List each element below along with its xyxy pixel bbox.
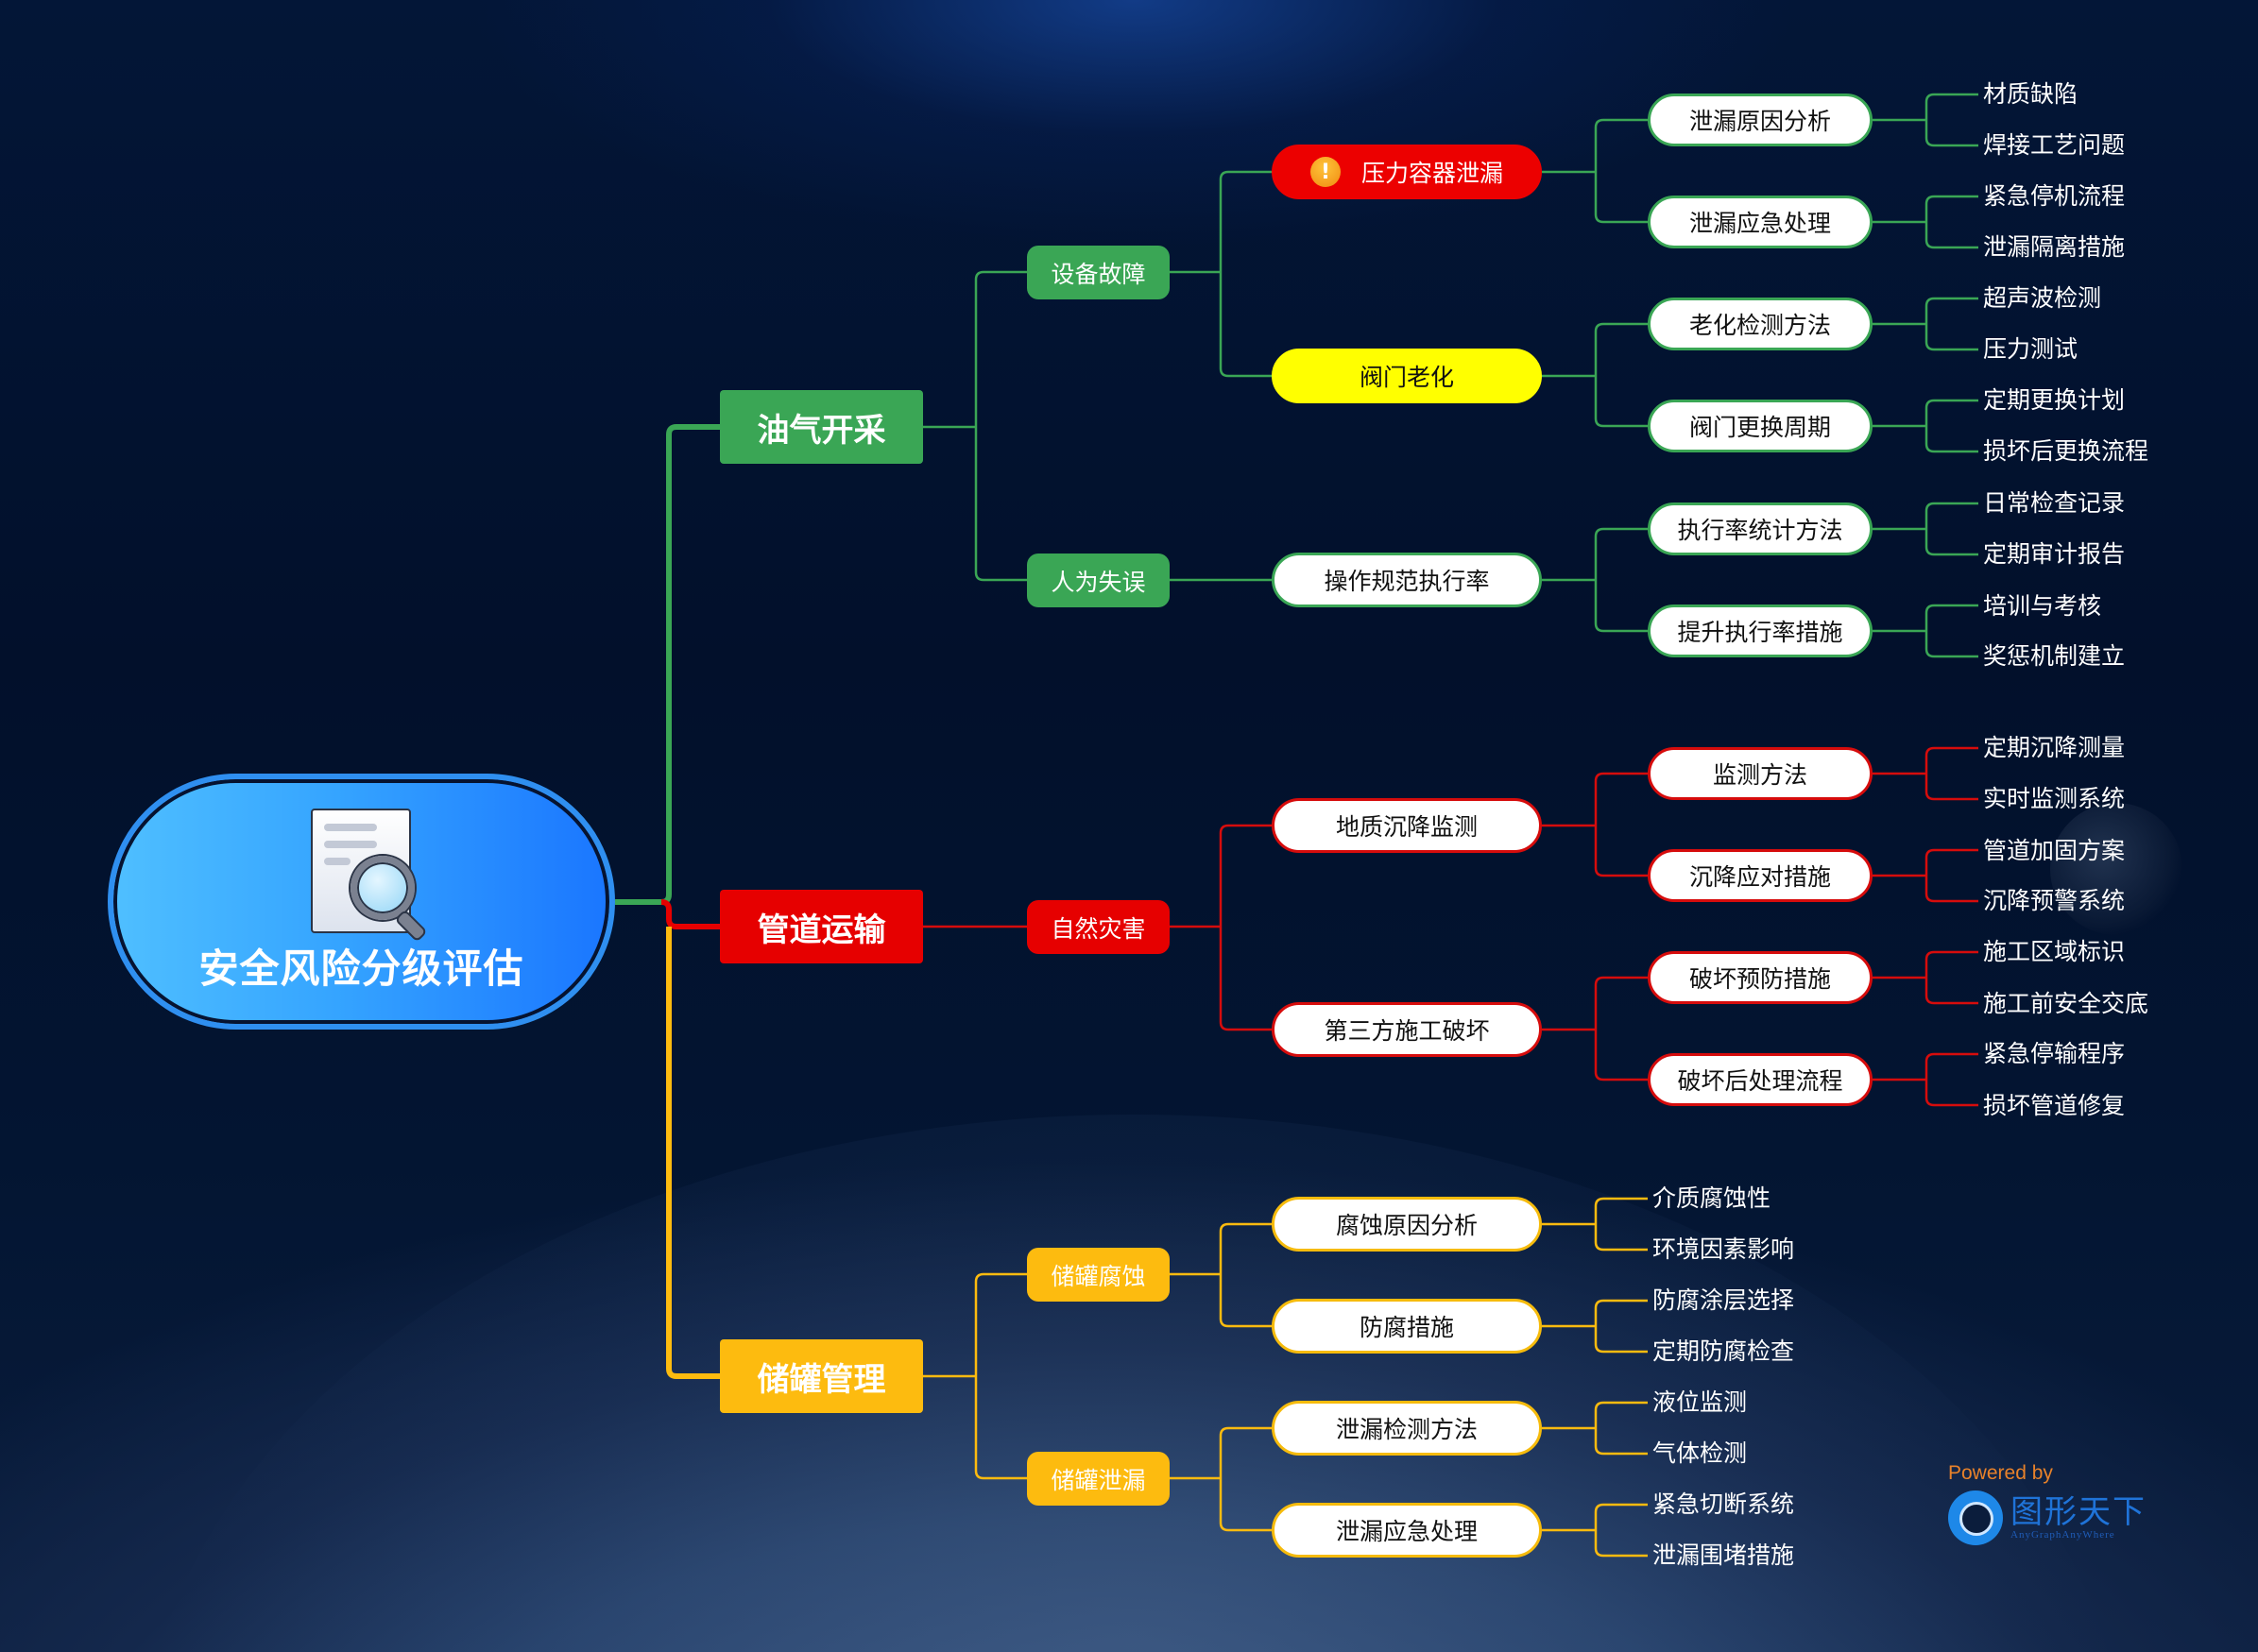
leaf-node[interactable]: 紧急切断系统 <box>1652 1490 1795 1518</box>
planet-background <box>142 1115 2126 1652</box>
node-aging-detection-method[interactable]: 老化检测方法 <box>1648 298 1873 350</box>
branch-label: 储罐管理 <box>757 1360 886 1399</box>
leaf-node[interactable]: 环境因素影响 <box>1652 1235 1795 1263</box>
node-tank-leak-emergency[interactable]: 泄漏应急处理 <box>1272 1503 1542 1558</box>
node-label: 泄漏原因分析 <box>1688 108 1831 135</box>
branch-tank-management[interactable]: 储罐管理 <box>720 1339 923 1413</box>
leaf-node[interactable]: 管道加固方案 <box>1983 837 2126 864</box>
node-label: 地质沉降监测 <box>1335 813 1478 841</box>
leaf-node[interactable]: 防腐涂层选择 <box>1652 1286 1795 1314</box>
node-equipment-failure[interactable]: 设备故障 <box>1027 246 1170 299</box>
node-tank-corrosion[interactable]: 储罐腐蚀 <box>1027 1248 1170 1302</box>
leaf-node[interactable]: 施工前安全交底 <box>1983 990 2149 1017</box>
node-label: 泄漏应急处理 <box>1335 1518 1478 1545</box>
node-leak-detection-methods[interactable]: 泄漏检测方法 <box>1272 1401 1542 1456</box>
leaf-node[interactable]: 材质缺陷 <box>1983 80 2078 108</box>
node-label: 防腐措施 <box>1359 1314 1454 1341</box>
leaf-node[interactable]: 紧急停输程序 <box>1983 1040 2126 1067</box>
brand-name-en: AnyGraphAnyWhere <box>2010 1529 2115 1541</box>
branch-label: 管道运输 <box>757 911 886 949</box>
node-label: 自然灾害 <box>1051 914 1146 943</box>
leaf-node[interactable]: 损坏管道修复 <box>1983 1092 2126 1119</box>
node-label: 设备故障 <box>1051 260 1146 288</box>
leaf-node[interactable]: 定期防腐检查 <box>1652 1337 1795 1365</box>
node-damage-prevention[interactable]: 破坏预防措施 <box>1648 951 1873 1004</box>
node-corrosion-cause-analysis[interactable]: 腐蚀原因分析 <box>1272 1197 1542 1252</box>
leaf-node[interactable]: 介质腐蚀性 <box>1652 1184 1771 1212</box>
node-label: 压力容器泄漏 <box>1360 160 1503 187</box>
node-valve-replacement-cycle[interactable]: 阀门更换周期 <box>1648 400 1873 452</box>
node-compliance-stats-method[interactable]: 执行率统计方法 <box>1648 502 1873 555</box>
document-search-icon <box>310 809 428 943</box>
node-natural-disaster[interactable]: 自然灾害 <box>1027 900 1170 954</box>
leaf-node[interactable]: 压力测试 <box>1983 335 2078 363</box>
node-leak-cause-analysis[interactable]: 泄漏原因分析 <box>1648 94 1873 146</box>
node-label: 储罐腐蚀 <box>1051 1262 1146 1290</box>
brand-name-cn: 图形天下 <box>2010 1493 2147 1531</box>
leaf-node[interactable]: 泄漏隔离措施 <box>1983 233 2126 261</box>
leaf-node[interactable]: 紧急停机流程 <box>1983 182 2126 210</box>
branch-pipeline-transport[interactable]: 管道运输 <box>720 890 923 963</box>
leaf-node[interactable]: 定期沉降测量 <box>1983 734 2126 761</box>
node-label: 破坏后处理流程 <box>1677 1067 1843 1095</box>
globe-logo-icon <box>1948 1490 2003 1545</box>
node-label: 腐蚀原因分析 <box>1335 1212 1478 1239</box>
node-third-party-construction-damage[interactable]: 第三方施工破坏 <box>1272 1002 1542 1057</box>
node-label: 泄漏应急处理 <box>1688 210 1831 237</box>
node-label: 操作规范执行率 <box>1324 568 1490 595</box>
leaf-node[interactable]: 损坏后更换流程 <box>1983 437 2149 465</box>
node-monitoring-method[interactable]: 监测方法 <box>1648 747 1873 800</box>
node-label: 监测方法 <box>1712 761 1807 789</box>
node-label: 储罐泄漏 <box>1051 1466 1146 1494</box>
node-label: 阀门更换周期 <box>1688 414 1831 441</box>
leaf-node[interactable]: 奖惩机制建立 <box>1983 642 2126 670</box>
node-subsidence-response[interactable]: 沉降应对措施 <box>1648 849 1873 902</box>
node-label: 阀门老化 <box>1359 364 1454 391</box>
node-label: 泄漏检测方法 <box>1335 1416 1478 1443</box>
powered-by-label: Powered by <box>1948 1462 2053 1484</box>
node-leak-emergency-handling[interactable]: 泄漏应急处理 <box>1648 196 1873 248</box>
node-operation-compliance-rate[interactable]: 操作规范执行率 <box>1272 553 1542 607</box>
node-label: 老化检测方法 <box>1688 312 1831 339</box>
leaf-node[interactable]: 培训与考核 <box>1983 592 2102 620</box>
leaf-node[interactable]: 液位监测 <box>1652 1388 1748 1416</box>
branch-label: 油气开采 <box>757 411 886 450</box>
node-label: 提升执行率措施 <box>1677 619 1843 646</box>
leaf-node[interactable]: 沉降预警系统 <box>1983 887 2126 914</box>
branch-oil-gas-extraction[interactable]: 油气开采 <box>720 390 923 464</box>
leaf-node[interactable]: 实时监测系统 <box>1983 785 2126 812</box>
leaf-node[interactable]: 气体检测 <box>1652 1439 1748 1467</box>
leaf-node[interactable]: 定期审计报告 <box>1983 540 2126 568</box>
leaf-node[interactable]: 日常检查记录 <box>1983 489 2126 517</box>
leaf-node[interactable]: 施工区域标识 <box>1983 938 2126 965</box>
leaf-node[interactable]: 泄漏围堵措施 <box>1652 1541 1795 1569</box>
root-title: 安全风险分级评估 <box>198 945 524 992</box>
node-valve-aging[interactable]: 阀门老化 <box>1272 349 1542 403</box>
warning-icon: ! <box>1309 157 1341 187</box>
leaf-node[interactable]: 超声波检测 <box>1983 284 2102 312</box>
node-label: 执行率统计方法 <box>1677 517 1843 544</box>
node-human-error[interactable]: 人为失误 <box>1027 554 1170 607</box>
node-geological-subsidence-monitoring[interactable]: 地质沉降监测 <box>1272 798 1542 853</box>
leaf-node[interactable]: 焊接工艺问题 <box>1983 131 2126 159</box>
node-label: 第三方施工破坏 <box>1324 1017 1490 1045</box>
node-label: 沉降应对措施 <box>1688 863 1831 891</box>
leaf-node[interactable]: 定期更换计划 <box>1983 386 2126 414</box>
moon-background <box>2050 803 2182 935</box>
root-node[interactable]: 安全风险分级评估 <box>108 774 615 1030</box>
node-tank-leakage[interactable]: 储罐泄漏 <box>1027 1452 1170 1506</box>
node-post-damage-process[interactable]: 破坏后处理流程 <box>1648 1053 1873 1106</box>
node-anticorrosion-measures[interactable]: 防腐措施 <box>1272 1299 1542 1354</box>
node-label: 破坏预防措施 <box>1688 965 1831 993</box>
node-compliance-improvement[interactable]: 提升执行率措施 <box>1648 605 1873 657</box>
powered-by-watermark: Powered by 图形天下 AnyGraphAnyWhere <box>1948 1462 2147 1545</box>
node-pressure-vessel-leak[interactable]: ! 压力容器泄漏 <box>1272 145 1542 199</box>
node-label: 人为失误 <box>1051 568 1146 596</box>
